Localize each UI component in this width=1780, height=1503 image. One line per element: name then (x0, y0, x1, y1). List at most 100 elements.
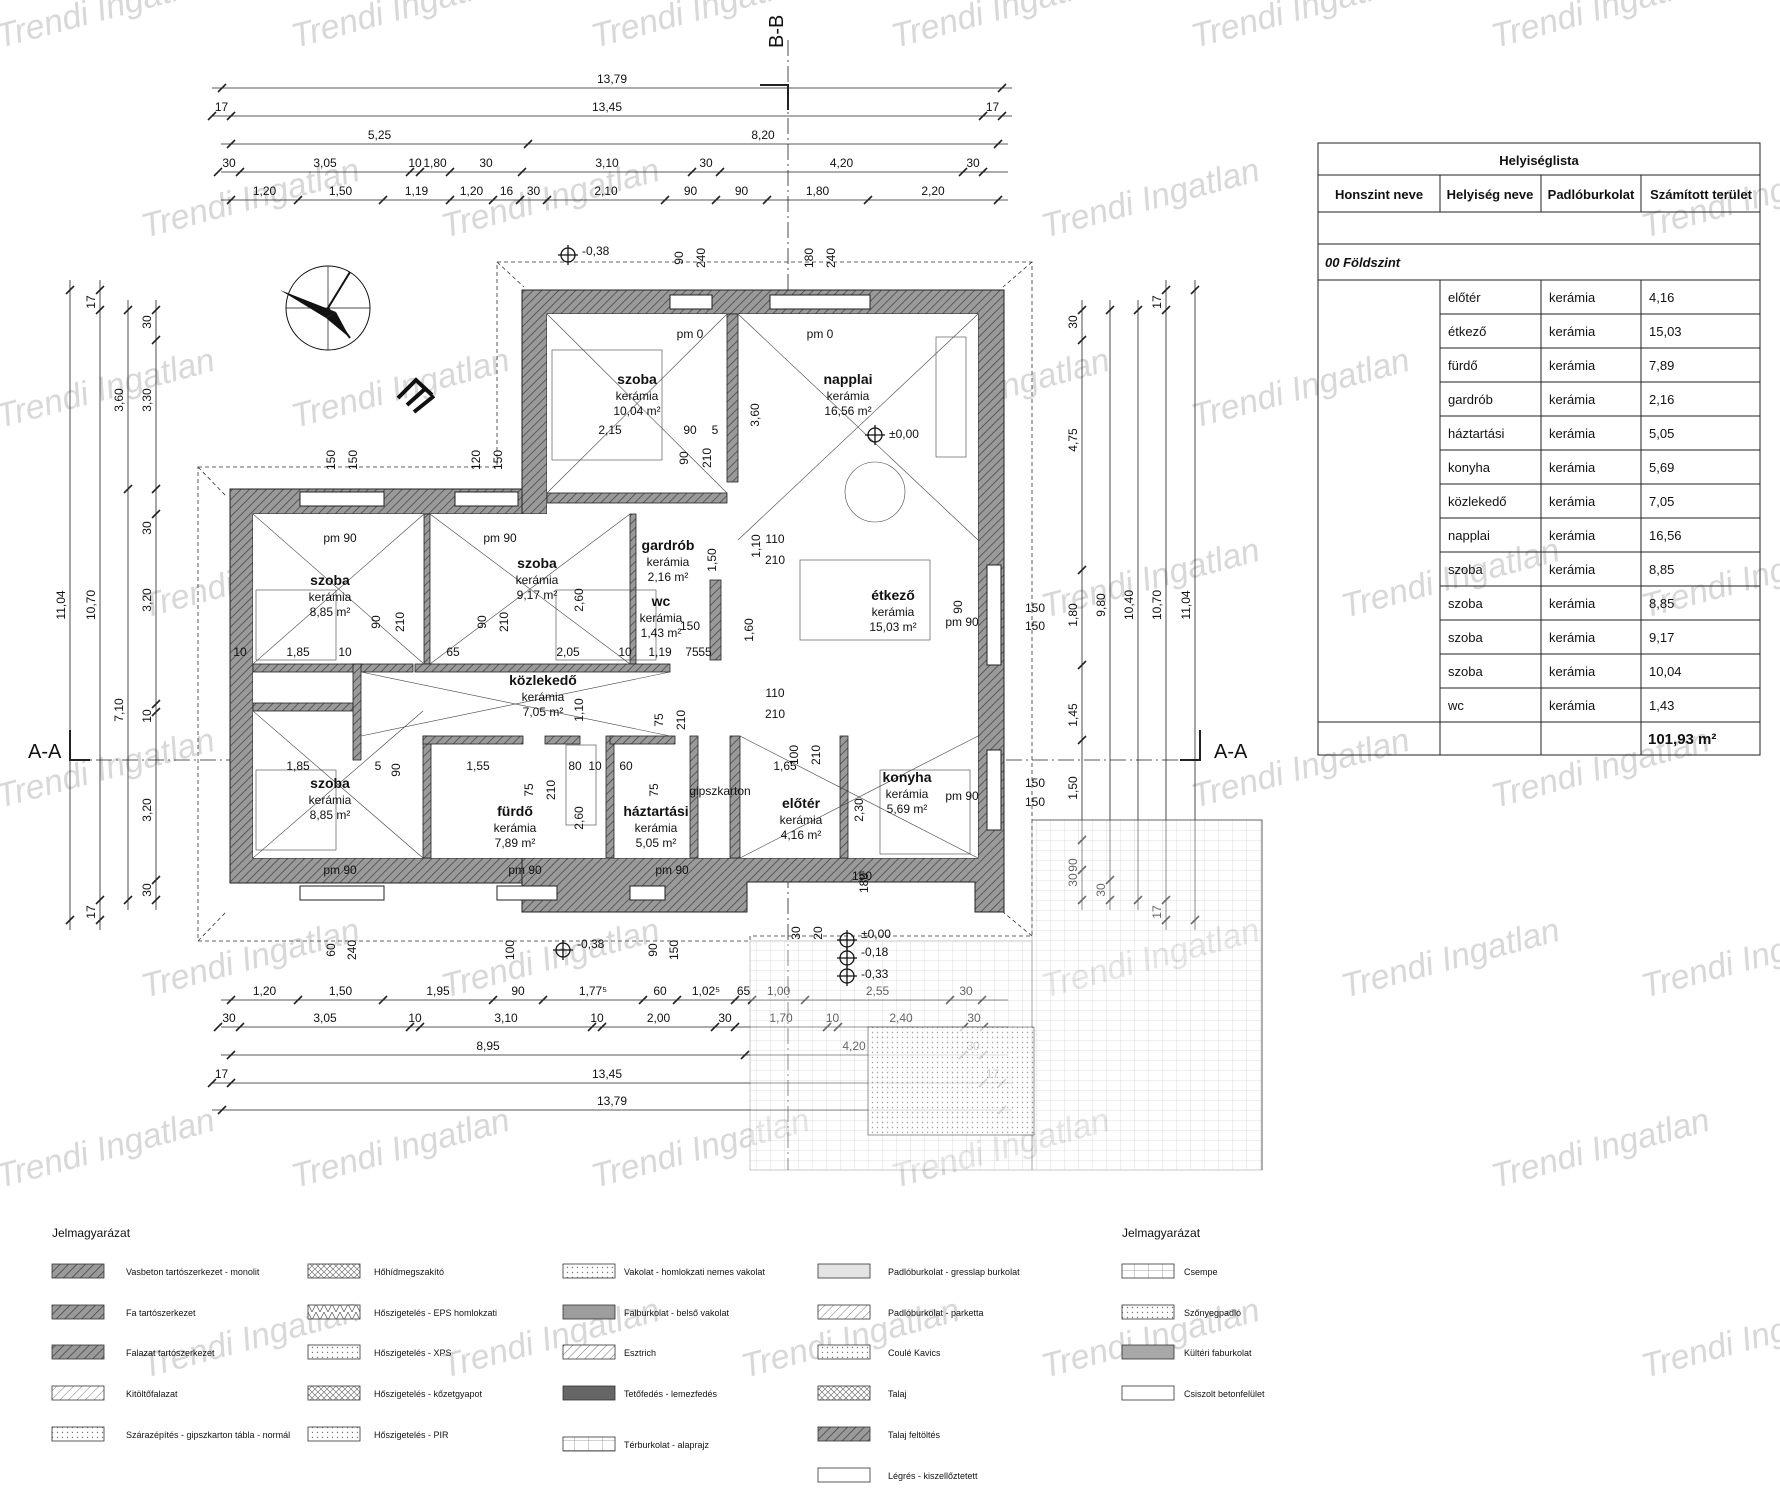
room-floor: kerámia (647, 555, 690, 569)
inner-dimension: 1,85 (286, 645, 310, 659)
table-cell-room: konyha (1448, 460, 1491, 475)
table-cell-floor: kerámia (1549, 358, 1596, 373)
dimension-value: 3,05 (313, 156, 337, 170)
legend-label: Csempe (1184, 1267, 1218, 1277)
inner-dimension: 210 (700, 448, 714, 468)
dimension-value: 3,10 (595, 156, 619, 170)
table-cell-room: fürdő (1448, 358, 1478, 373)
dimension-tick (587, 1022, 597, 1032)
dimension-value: 30 (222, 1011, 236, 1025)
dimension-value: 3,10 (494, 1011, 518, 1025)
inner-dimension: 75 (522, 783, 536, 797)
dimension-tick (597, 1022, 607, 1032)
legend-label: Hőszigetelés - XPS (374, 1348, 452, 1358)
legend-swatch (817, 1344, 871, 1360)
legend-label: Kültéri faburkolat (1184, 1348, 1252, 1358)
dimension-tick (730, 1022, 740, 1032)
room-floor: kerámia (309, 590, 352, 604)
table-cell-floor: kerámia (1549, 392, 1596, 407)
inner-dimension: 180 (802, 248, 816, 268)
legend-swatch (307, 1304, 361, 1320)
inner-dimension: 2,60 (572, 806, 586, 830)
room-name: szoba (310, 572, 350, 588)
table-cell-floor: kerámia (1549, 698, 1596, 713)
table-header: Számított terület (1650, 187, 1753, 202)
watermark: Trendi Ingatlan (287, 1101, 513, 1196)
dimension-tick (730, 995, 740, 1005)
table-cell-room: szoba (1448, 664, 1483, 679)
dimension-value: 7,10 (112, 698, 126, 722)
north-letter-icon (396, 377, 436, 414)
dimension-value: 30 (1066, 315, 1080, 329)
dimension-value: 1,77⁵ (579, 984, 607, 998)
dimension-tick (1161, 285, 1171, 295)
legend-label: Szőnyegpadló (1184, 1308, 1241, 1318)
inner-dimension: 75 (652, 713, 666, 727)
legend-swatch (817, 1304, 871, 1320)
dimension-tick (95, 305, 105, 315)
legend-label: Tetőfedés - lemezfedés (624, 1389, 718, 1399)
table-cell-area: 7,05 (1649, 494, 1674, 509)
dimension-value: 4,75 (1066, 428, 1080, 452)
dimension-tick (710, 1022, 720, 1032)
legend-swatch (51, 1426, 105, 1442)
table-cell-room: wc (1447, 698, 1464, 713)
table-cell-floor: kerámia (1549, 664, 1596, 679)
dimension-value: 13,45 (592, 1067, 622, 1081)
dimension-value: 3,30 (140, 388, 154, 412)
inner-dimension: 240 (345, 940, 359, 960)
dimension-value: 4,20 (830, 156, 854, 170)
dimension-tick (235, 167, 245, 177)
dimension-value: 30 (718, 1011, 732, 1025)
dimension-value: 1,80 (806, 184, 830, 198)
room-floor: kerámia (780, 813, 823, 827)
room-ceiling-note: pm 90 (483, 531, 517, 545)
dimension-tick (151, 895, 161, 905)
dimension-tick (1077, 735, 1087, 745)
watermark: Trendi Ingatlan (1637, 911, 1780, 1006)
interior-walls (252, 313, 849, 859)
dimension-tick (151, 335, 161, 345)
room-area: 8,85 m² (310, 605, 351, 619)
inner-dimension: 150 (852, 869, 872, 883)
section-label-aa-right: A-A (1214, 741, 1248, 763)
legend-swatch (817, 1263, 871, 1279)
room-area: 5,05 m² (636, 836, 677, 850)
room-area: 15,03 m² (869, 620, 916, 634)
dimension-tick (1077, 660, 1087, 670)
legend-swatch (817, 1426, 871, 1442)
dimension-tick (213, 167, 223, 177)
room-area: 1,43 m² (641, 626, 682, 640)
watermark: Trendi Ingatlan (287, 341, 513, 436)
dimension-tick (65, 285, 75, 295)
legend-swatch (562, 1263, 616, 1279)
table-cell-floor: kerámia (1549, 528, 1596, 543)
room-floor: kerámia (309, 793, 352, 807)
dimension-value: 1,20 (253, 184, 277, 198)
dimension-tick (997, 83, 1007, 93)
dimension-tick (993, 195, 1003, 205)
legend-swatch (1121, 1385, 1175, 1401)
dimension-value: 11,04 (54, 590, 68, 619)
legend-label: Szárazépítés - gipszkarton tábla - normá… (126, 1430, 290, 1440)
legend-swatch (817, 1467, 871, 1483)
dimension-tick (405, 1022, 415, 1032)
inner-dimension: 110 (765, 686, 784, 700)
room-area: 7,89 m² (495, 836, 536, 850)
room-area: 16,56 m² (824, 404, 871, 418)
dimension-value: 17 (986, 100, 1000, 114)
room-floor: kerámia (494, 821, 537, 835)
table-cell-floor: kerámia (1549, 630, 1596, 645)
dimension-tick (207, 111, 217, 121)
inner-dimension: 2,30 (852, 798, 866, 822)
table-header: Padlóburkolat (1548, 187, 1635, 202)
inner-dimension: 120 (469, 450, 483, 470)
dimension-tick (151, 699, 161, 709)
room-floor: kerámia (516, 573, 559, 587)
dimension-value: 17 (84, 905, 98, 919)
dimension-value: 10 (408, 156, 422, 170)
inner-dimension: 150 (346, 450, 360, 470)
dimension-tick (151, 305, 161, 315)
inner-dimension: 1,85 (286, 759, 310, 773)
dimension-value: 90 (511, 984, 525, 998)
